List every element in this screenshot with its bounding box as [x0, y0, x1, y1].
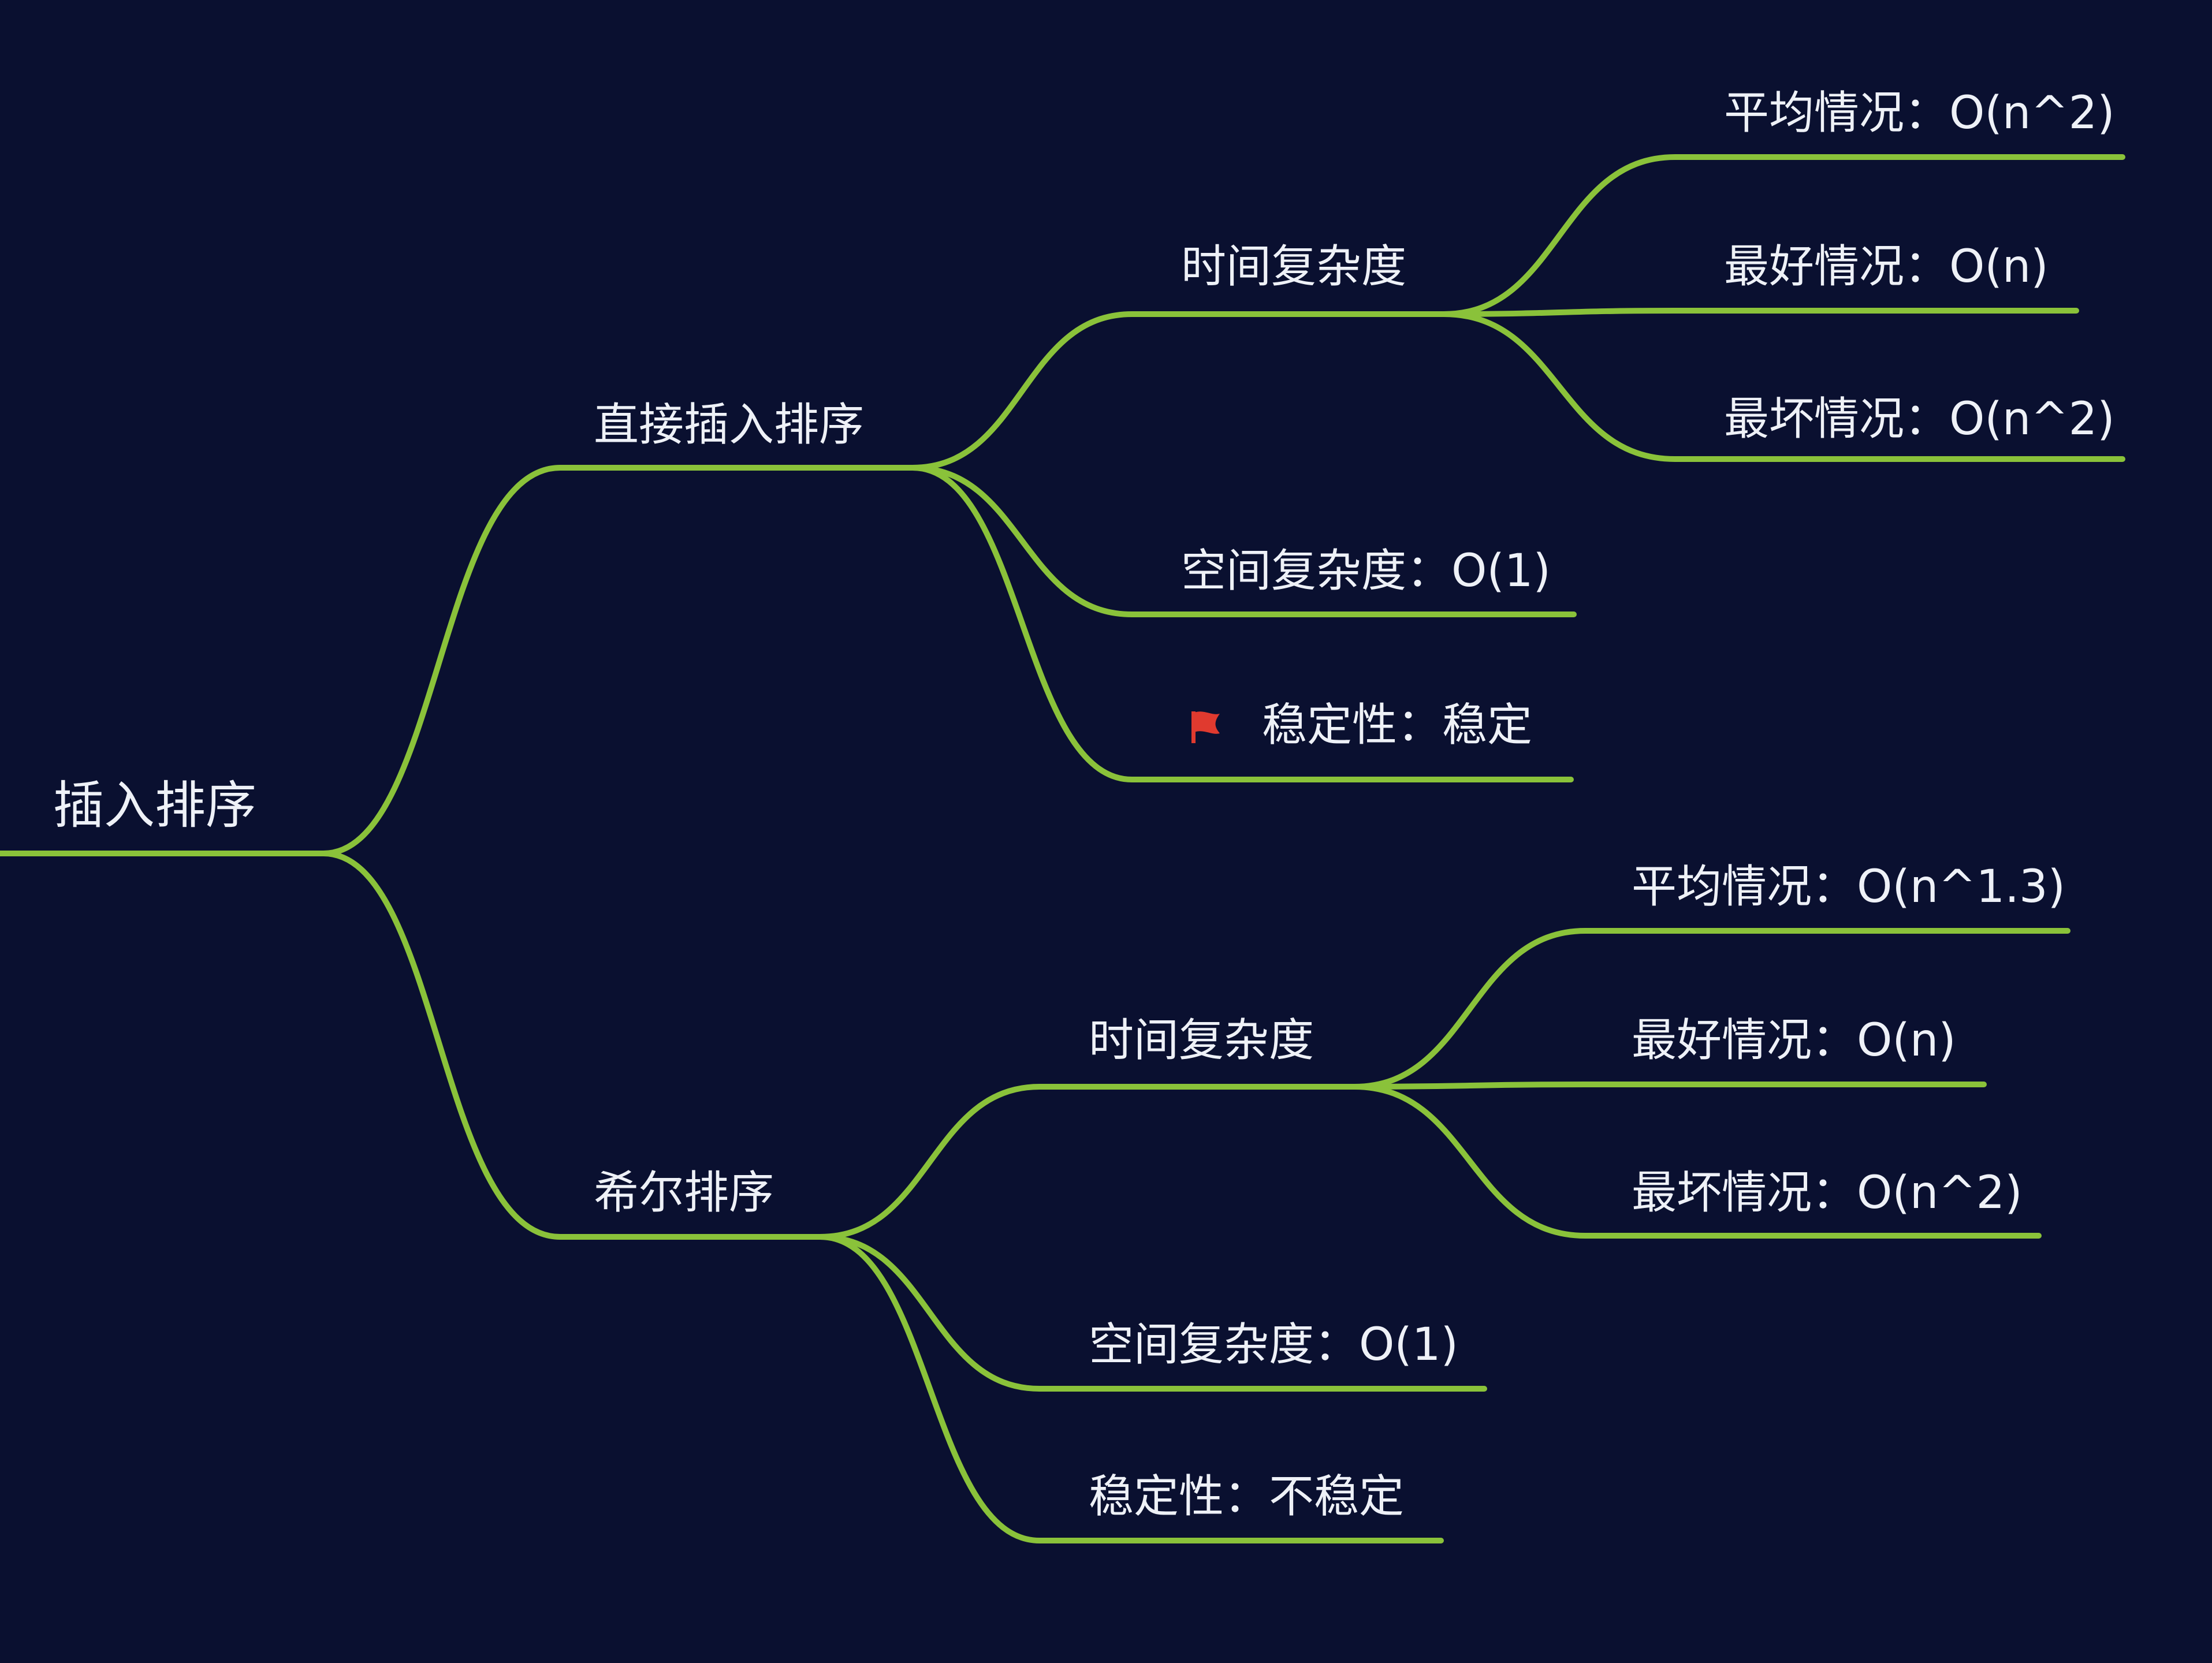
connector-shell-to-time [817, 1084, 1357, 1240]
red-flag-icon [1191, 711, 1220, 743]
connector-root-to-direct-insertion [321, 465, 915, 856]
topic-shell-time-complexity: 时间复杂度 [1089, 1015, 1314, 1067]
leaf-shell-average-case: 平均情况：O(n^1.3) [1632, 861, 2065, 913]
leaf-shell-stability: 稳定性：不稳定 [1089, 1471, 1404, 1523]
connector-direct-to-stability [910, 465, 1574, 782]
root-topic: 插入排序 [53, 775, 256, 835]
topic-direct-time-complexity: 时间复杂度 [1181, 241, 1406, 293]
connector-direct-time-to-best [1441, 308, 2079, 317]
topic-shell-sort: 希尔排序 [594, 1167, 774, 1219]
topic-direct-insertion-sort: 直接插入排序 [594, 399, 864, 451]
connector-direct-time-to-worst [1441, 311, 2125, 462]
leaf-shell-worst-case: 最坏情况：O(n^2) [1632, 1167, 2023, 1219]
leaf-direct-average-case: 平均情况：O(n^2) [1724, 87, 2115, 139]
leaf-direct-worst-case: 最坏情况：O(n^2) [1724, 393, 2115, 445]
connector-shell-time-to-average [1351, 928, 2071, 1090]
leaf-shell-space-complexity: 空间复杂度：O(1) [1089, 1319, 1458, 1371]
connector-direct-to-time [910, 311, 1447, 471]
leaf-direct-best-case: 最好情况：O(n) [1724, 241, 2049, 293]
connector-shell-to-space [817, 1234, 1487, 1392]
connector-shell-time-to-worst [1351, 1084, 2042, 1239]
connector-direct-time-to-average [1441, 154, 2125, 317]
connector-shell-to-stability [817, 1234, 1444, 1543]
leaf-direct-space-complexity: 空间复杂度：O(1) [1181, 545, 1551, 597]
connector-direct-to-space [910, 465, 1577, 617]
leaf-direct-stability: 稳定性：稳定 [1262, 699, 1532, 751]
connector-shell-time-to-best [1351, 1082, 1987, 1090]
leaf-shell-best-case: 最好情况：O(n) [1632, 1015, 1956, 1067]
connector-root-to-shell-sort [321, 851, 823, 1240]
